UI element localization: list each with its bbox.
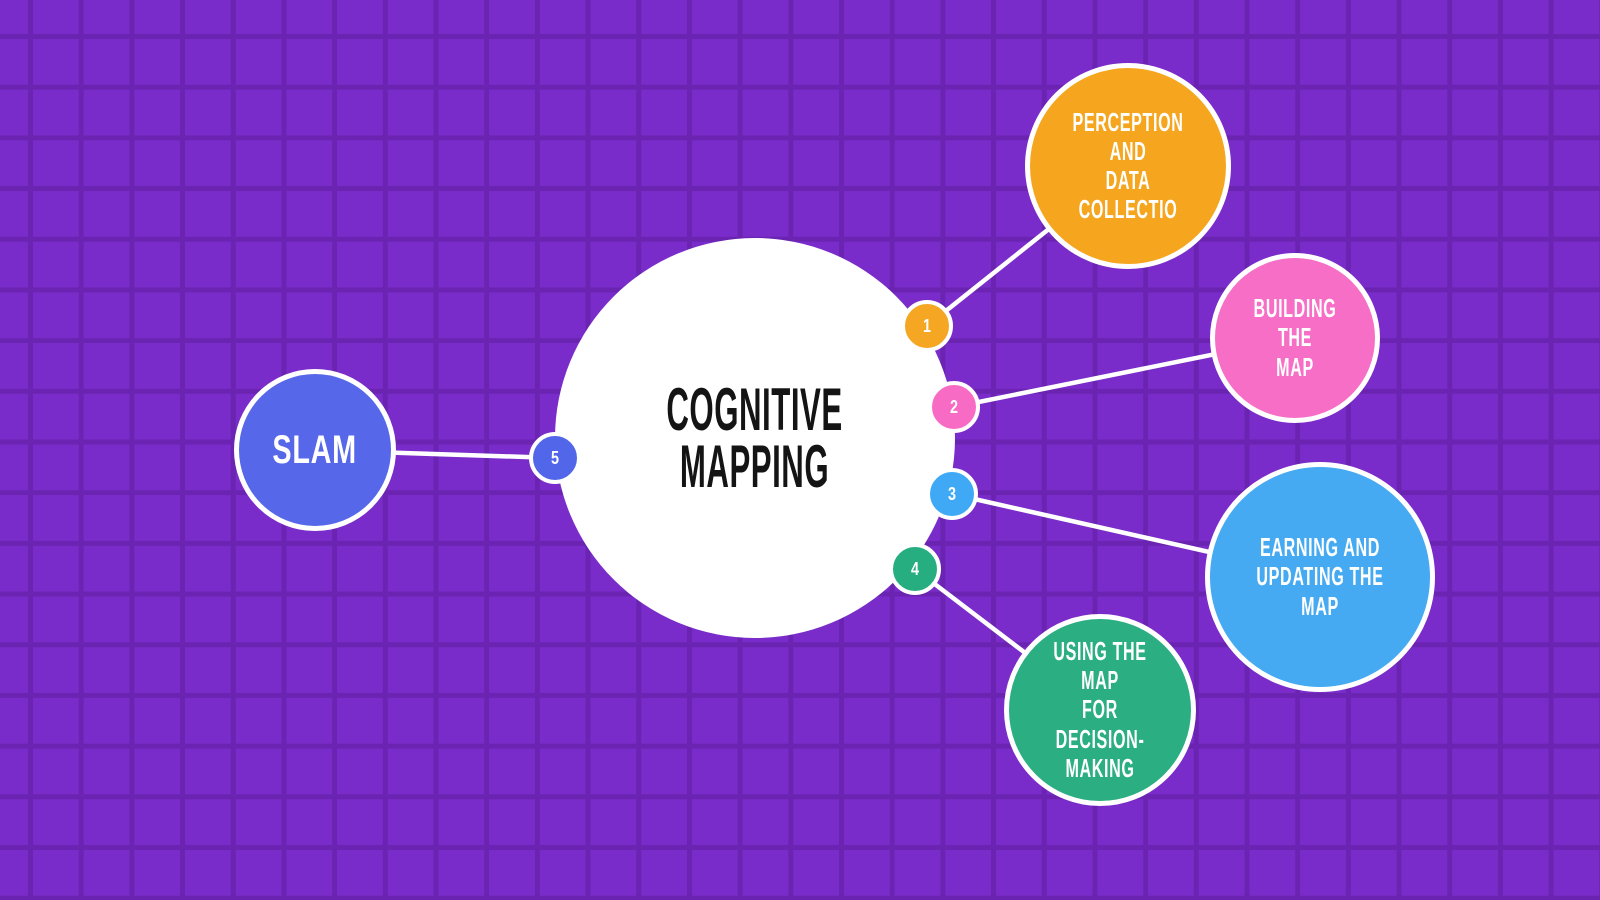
badge-4[interactable]: 4 <box>889 543 941 595</box>
node-label: USING THE MAP FOR DECISION- MAKING <box>1053 636 1147 783</box>
badge-number: 4 <box>910 558 919 579</box>
node-slam[interactable]: SLAM <box>234 369 396 531</box>
badge-3[interactable]: 3 <box>926 468 978 520</box>
node-earning-and-updating-the-map[interactable]: EARNING AND UPDATING THE MAP <box>1205 462 1435 692</box>
badge-number: 2 <box>949 396 958 417</box>
center-node[interactable]: COGNITIVE MAPPING <box>555 238 955 638</box>
badge-number: 3 <box>947 483 956 504</box>
node-building-the-map[interactable]: BUILDING THE MAP <box>1210 253 1380 423</box>
badge-2[interactable]: 2 <box>928 381 980 433</box>
node-perception-and-data-collection[interactable]: PERCEPTION AND DATA COLLECTIO <box>1025 63 1231 269</box>
center-node-label: COGNITIVE MAPPING <box>666 376 844 500</box>
node-label: BUILDING THE MAP <box>1253 293 1337 382</box>
badge-number: 1 <box>922 315 931 336</box>
badge-5[interactable]: 5 <box>529 432 581 484</box>
badge-1[interactable]: 1 <box>901 300 953 352</box>
node-label: SLAM <box>272 427 358 472</box>
badge-number: 5 <box>550 447 559 468</box>
node-label: EARNING AND UPDATING THE MAP <box>1256 532 1384 621</box>
node-using-the-map-for-decision-making[interactable]: USING THE MAP FOR DECISION- MAKING <box>1004 614 1196 806</box>
node-label: PERCEPTION AND DATA COLLECTIO <box>1072 106 1184 225</box>
